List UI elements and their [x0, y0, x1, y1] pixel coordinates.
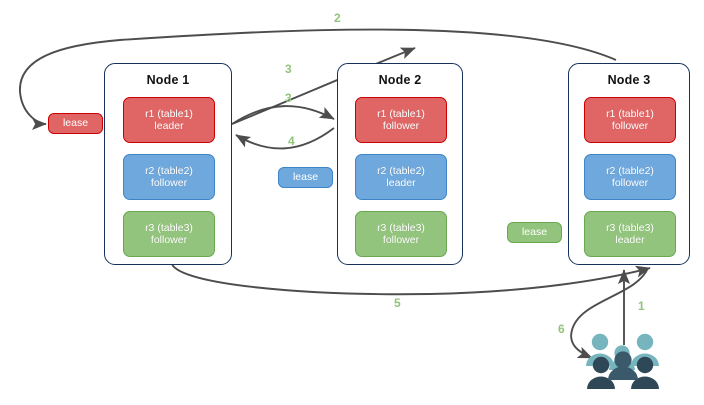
step-label-3a: 3 — [285, 62, 292, 76]
lease-badge-r1[interactable]: lease — [48, 113, 103, 134]
node-3-replica-r2-name: r2 (table2) — [606, 164, 654, 177]
node-3-replica-r1[interactable]: r1 (table1) follower — [584, 97, 676, 143]
node-2-title: Node 2 — [378, 73, 422, 87]
edge-step-6 — [570, 267, 649, 359]
node-1-replica-r3-role: follower — [150, 234, 188, 246]
node-1-replica-r1-name: r1 (table1) — [145, 107, 193, 120]
node-3-replica-r3-name: r3 (table3) — [606, 221, 654, 234]
node-2-replica-r1-name: r1 (table1) — [377, 107, 425, 120]
node-2-replica-r1-role: follower — [382, 120, 420, 132]
users-icon-front-row — [587, 356, 659, 389]
edge-step-2 — [19, 28, 617, 131]
edge-step-5 — [171, 263, 651, 296]
node-3-replica-r3-role: leader — [615, 234, 645, 246]
node-3-replica-r3[interactable]: r3 (table3) leader — [584, 211, 676, 257]
node-2-replica-r3[interactable]: r3 (table3) follower — [355, 211, 447, 257]
lease-badge-r2[interactable]: lease — [278, 167, 333, 188]
lease-badge-r3[interactable]: lease — [507, 222, 562, 243]
node-2-replica-r2[interactable]: r2 (table2) leader — [355, 154, 447, 200]
edge-step-3-diagonal — [231, 47, 416, 125]
node-2-replica-r3-role: follower — [382, 234, 420, 246]
step-label-5: 5 — [394, 296, 401, 310]
node-2-replica-r3-name: r3 (table3) — [377, 221, 425, 234]
node-2-container[interactable]: Node 2 r1 (table1) follower r2 (table2) … — [337, 63, 463, 265]
edge-step-3-to-node2 — [231, 105, 335, 125]
node-2-replica-r2-name: r2 (table2) — [377, 164, 425, 177]
step-label-3b: 3 — [285, 91, 292, 105]
node-1-replica-r2-role: follower — [150, 177, 188, 189]
node-3-replica-r2-role: follower — [611, 177, 649, 189]
node-2-replica-r1[interactable]: r1 (table1) follower — [355, 97, 447, 143]
users-icon-center-dark — [608, 351, 638, 380]
node-1-title: Node 1 — [146, 73, 190, 87]
step-label-1: 1 — [638, 299, 645, 313]
node-3-replica-r1-role: follower — [611, 120, 649, 132]
node-1-replica-r1[interactable]: r1 (table1) leader — [123, 97, 215, 143]
node-3-title: Node 3 — [607, 73, 651, 87]
node-3-container[interactable]: Node 3 r1 (table1) follower r2 (table2) … — [568, 63, 690, 265]
node-1-replica-r1-role: leader — [154, 120, 184, 132]
step-label-4: 4 — [288, 134, 295, 148]
node-1-container[interactable]: Node 1 r1 (table1) leader r2 (table2) fo… — [104, 63, 232, 265]
node-1-replica-r2[interactable]: r2 (table2) follower — [123, 154, 215, 200]
node-1-replica-r3-name: r3 (table3) — [145, 221, 193, 234]
edge-step-4-to-node1 — [235, 127, 335, 150]
users-icon-back-row — [586, 333, 659, 366]
node-2-replica-r2-role: leader — [386, 177, 416, 189]
node-3-replica-r1-name: r1 (table1) — [606, 107, 654, 120]
node-3-replica-r2[interactable]: r2 (table2) follower — [584, 154, 676, 200]
step-label-2: 2 — [334, 11, 341, 25]
node-1-replica-r3[interactable]: r3 (table3) follower — [123, 211, 215, 257]
node-1-replica-r2-name: r2 (table2) — [145, 164, 193, 177]
step-label-6: 6 — [558, 322, 565, 336]
